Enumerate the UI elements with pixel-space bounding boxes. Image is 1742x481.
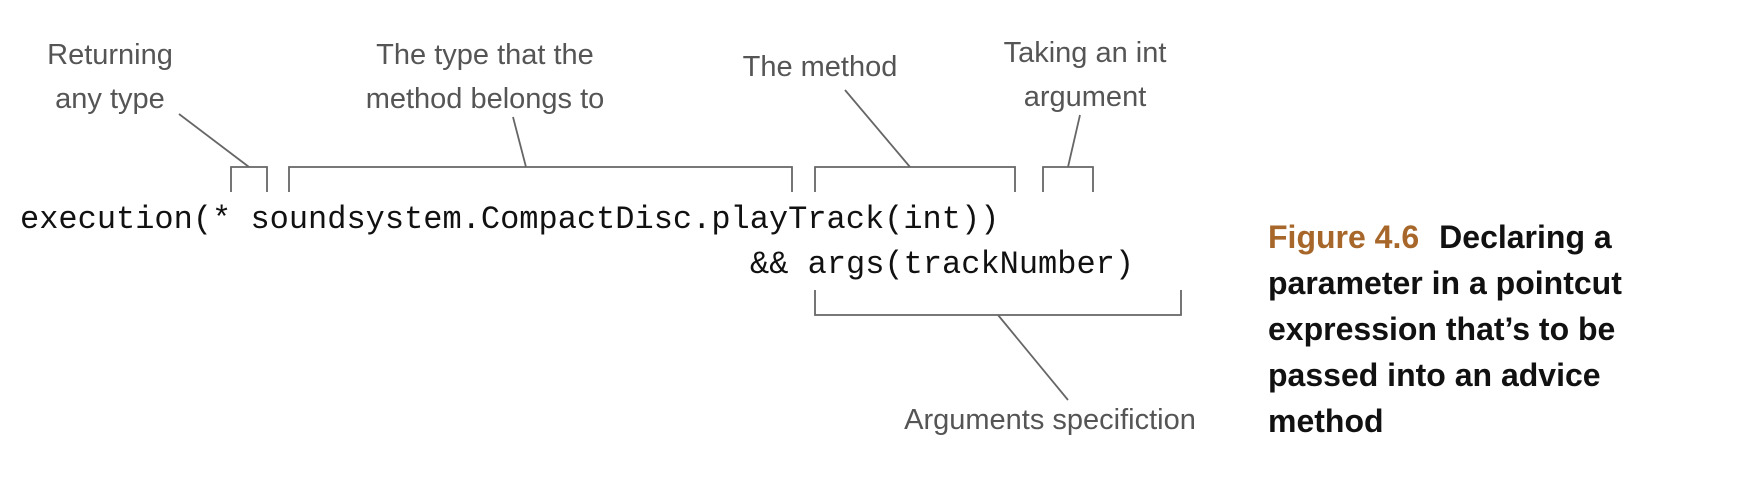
label-int-line1: Taking an int (1003, 37, 1167, 69)
leader-declaring-type (512, 116, 527, 168)
leader-args-spec (997, 314, 1069, 401)
bracket-args-spec (814, 290, 1182, 316)
figure-caption-text: Declaring a parameter in a pointcut expr… (1268, 219, 1622, 439)
label-type-line1: The type that the (376, 39, 594, 71)
leader-int-argument (1067, 114, 1081, 168)
figure-number: Figure 4.6 (1268, 219, 1420, 255)
bracket-return-type (230, 166, 268, 192)
label-arguments-specification: Arguments specifiction (880, 398, 1220, 442)
leader-method (844, 89, 911, 168)
label-returning-line2: any type (55, 83, 165, 115)
bracket-method (814, 166, 1016, 192)
label-method-text: The method (742, 51, 898, 83)
label-type-line2: method belongs to (365, 83, 605, 115)
label-returning-line1: Returning (47, 39, 173, 71)
label-args-spec-text: Arguments specifiction (904, 404, 1196, 436)
label-taking-int-argument: Taking an int argument (985, 31, 1185, 119)
label-int-line2: argument (1023, 81, 1147, 113)
bracket-int-argument (1042, 166, 1094, 192)
bracket-declaring-type (288, 166, 793, 192)
leader-return-type (178, 113, 250, 168)
code-line-args: && args(trackNumber) (750, 246, 1135, 283)
label-returning-any-type: Returning any type (20, 33, 200, 121)
label-the-method: The method (725, 45, 915, 89)
label-type-method-belongs-to: The type that the method belongs to (330, 33, 640, 121)
code-line-execution: execution(* soundsystem.CompactDisc.play… (20, 201, 1000, 238)
